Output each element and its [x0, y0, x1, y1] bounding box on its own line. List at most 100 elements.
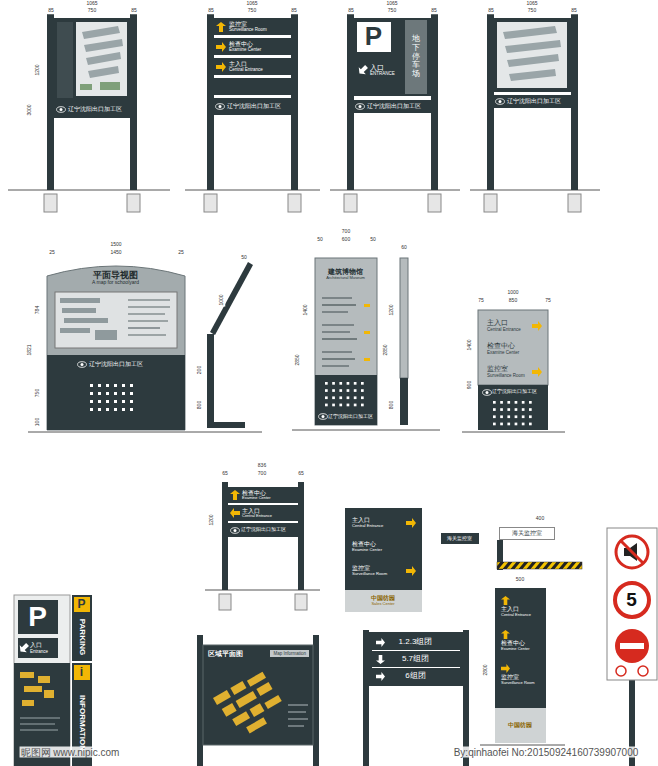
arrow-symbol [230, 490, 240, 500]
arrow-head [216, 62, 226, 72]
sign-subtext: Map Information [270, 650, 309, 657]
logo-outline [78, 362, 87, 368]
sign-subtext: Central Entrance [501, 613, 531, 617]
logo-outline [231, 527, 240, 533]
sign-subtext: Architectural Museum [326, 276, 365, 280]
dimension-label: 2800 [483, 663, 489, 676]
sign-subtext: Central Entrance [242, 514, 272, 518]
logo-eye [495, 98, 505, 105]
sign-panel: 主入口Central Entrance [213, 58, 291, 75]
sign-text: 入口 [370, 64, 384, 72]
dimension-label: 85 [487, 8, 495, 14]
dimension-label: 700 [341, 229, 351, 235]
sign-text: 监控室 [501, 674, 519, 681]
dimension-label: 75 [544, 298, 552, 304]
sign-panel: 监控室Surveillance Room [213, 18, 291, 35]
sign-text: 辽宁沈阳出口加工区 [227, 103, 281, 109]
arrow-symbol [406, 518, 416, 528]
dimension-label: 85 [430, 8, 438, 14]
sign-panel: 辽宁沈阳出口加工区 [75, 359, 170, 370]
logo-outline [57, 106, 66, 112]
arrow-head [376, 655, 385, 664]
sign-panel: 辽宁沈阳出口加工区 [493, 95, 571, 108]
sign-panel: 5.7组团 [372, 652, 460, 667]
sign-text: 辽宁沈阳出口加工区 [68, 106, 122, 112]
sign-text: 中国纺园 [508, 722, 532, 729]
sign-panel: 监控室Surveillance Room [498, 664, 544, 692]
logo-outline [356, 104, 365, 110]
logo-outline [496, 99, 505, 105]
logo-outline [216, 104, 225, 110]
sign-subtext: Surveillance Room [501, 681, 535, 685]
arrow-symbol [406, 566, 416, 576]
dimension-label: 750 [247, 8, 257, 14]
dimension-label: 85 [290, 8, 298, 14]
sign-panel: 1.2.3组团 [372, 635, 460, 650]
arrow-head [216, 22, 226, 32]
sign-subtext: Examine Center [229, 47, 261, 52]
arrow-symbol [216, 62, 226, 72]
dimension-label: 3000 [27, 103, 33, 116]
dimension-label: 65 [297, 471, 305, 477]
sign-text: 主入口 [501, 606, 519, 613]
sign-text: i [80, 666, 83, 679]
dimension-label: 1500 [109, 242, 122, 248]
logo-eye [56, 106, 66, 113]
arrow-head [501, 596, 510, 605]
arrow-symbol [376, 638, 385, 647]
dimension-label: 1065 [245, 1, 258, 7]
dimension-label: 100 [35, 417, 41, 427]
sign-text: 监控室 [487, 365, 508, 372]
dimension-label: 750 [87, 8, 97, 14]
dimension-label: 700 [257, 471, 267, 477]
sign-subtext: Surveillance Room [487, 373, 525, 378]
arrow-symbol [532, 321, 542, 331]
dimension-label: 1065 [525, 1, 538, 7]
logo-pupil [322, 415, 325, 418]
sign-text: P [77, 598, 85, 611]
sign-panel: 辽宁沈阳出口加工区 [353, 100, 431, 113]
sign-text: 入口 [30, 642, 42, 649]
sign-subtext: Entrance [30, 649, 48, 654]
sign-text: P [28, 601, 47, 632]
dimension-label: 1400 [467, 338, 473, 351]
dimension-label: 60 [400, 245, 408, 251]
sign-panel: P [357, 22, 391, 52]
logo-pupil [219, 105, 222, 108]
logo-eye [482, 389, 492, 396]
arrow-head [216, 42, 226, 52]
sign-subtext: Examine Center [501, 647, 530, 651]
logo-outline [483, 389, 492, 395]
sign-subtext: Central Entrance [487, 327, 521, 332]
dimension-label: 784 [35, 305, 41, 315]
sign-panel: 辽宁沈阳出口加工区 [54, 102, 130, 116]
sign-panel: 入口ENTRANCE [357, 58, 403, 82]
sign-panel: 区域平面图Map Information [205, 647, 311, 660]
sign-subtext: Central Entrance [352, 524, 383, 529]
sign-panel: 平面导视图A map for schoolyard [70, 266, 162, 290]
arrow-head [19, 643, 29, 653]
sign-panel: PARKING [72, 614, 92, 660]
sign-text: 检查中心 [501, 640, 525, 647]
sign-panel: 监控室Surveillance Room [348, 561, 419, 581]
dimension-label: 900 [467, 380, 473, 390]
sign-subtext: Examine Center [487, 350, 519, 355]
sign-text: 地下停车场 [412, 35, 420, 79]
sign-text: 海关监控室 [447, 536, 472, 542]
dimension-label: 600 [341, 237, 351, 243]
dimension-label: 85 [47, 8, 55, 14]
sign-text: 5.7组团 [402, 655, 429, 664]
sign-panel: 建筑博物馆Architectural Museum [317, 263, 375, 285]
dimension-label: 1000 [506, 290, 519, 296]
sign-panel: 检查中心Examine Center [213, 38, 291, 55]
sign-subtext: Surveillance Room [352, 572, 387, 577]
arrow-head [532, 321, 542, 331]
sign-text: 检查中心 [352, 541, 376, 548]
logo-eye [215, 103, 225, 110]
arrow-head [376, 672, 385, 681]
arrow-symbol [532, 367, 542, 377]
sign-panel: 入口Entrance [18, 638, 58, 658]
sign-panel: 辽宁沈阳出口加工区 [228, 523, 298, 537]
sign-text: 检查中心 [487, 342, 515, 349]
